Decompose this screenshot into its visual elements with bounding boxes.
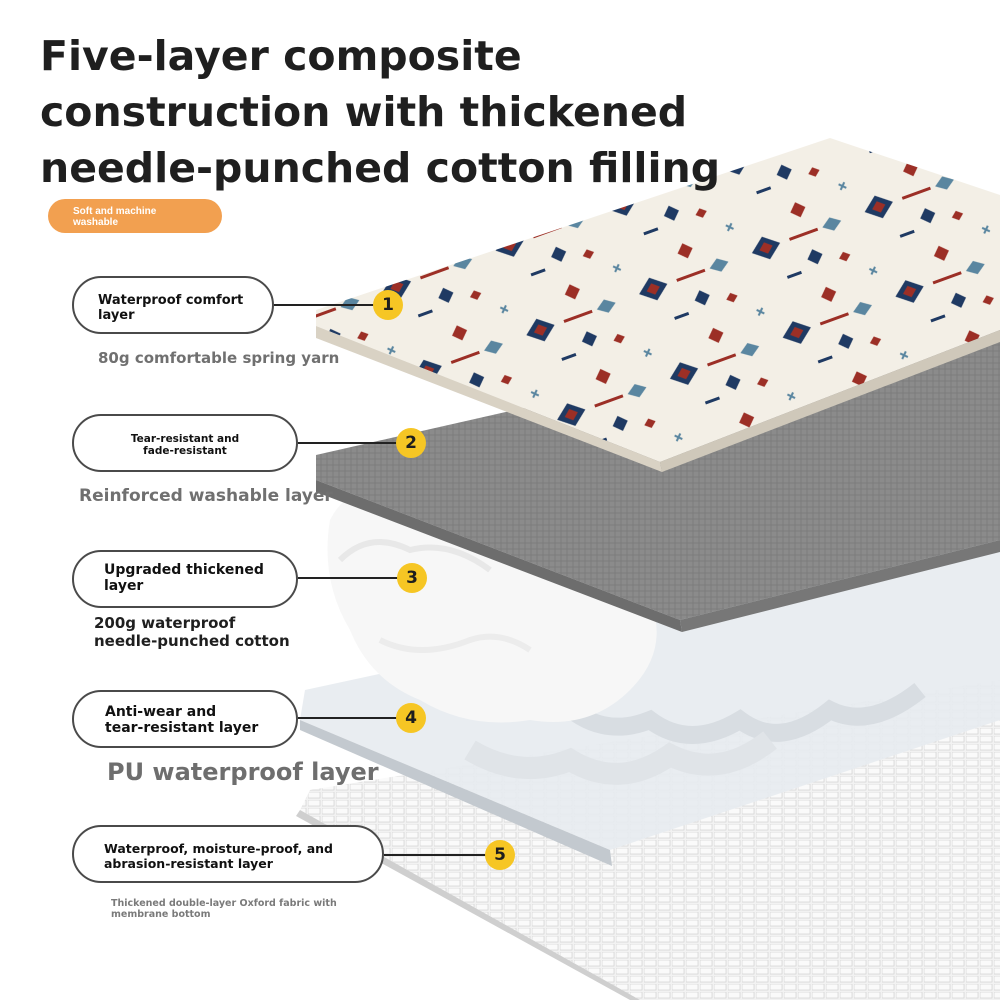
layer-1-label: Waterproof comfort layer bbox=[72, 276, 274, 334]
title-line-3: needle-punched cotton filling bbox=[40, 144, 721, 192]
layer-2-label: Tear-resistant and fade-resistant bbox=[72, 414, 298, 472]
layer-3-leader-line bbox=[298, 577, 398, 579]
layer-4-label-line-2: tear-resistant layer bbox=[105, 720, 259, 736]
layer-4-caption: PU waterproof layer bbox=[107, 758, 379, 786]
layer-2-leader-line bbox=[298, 442, 397, 444]
layer-3-caption-line-2: needle-punched cotton bbox=[94, 632, 290, 650]
layer-4-label: Anti-wear and tear-resistant layer bbox=[72, 690, 298, 748]
layer-5-label: Waterproof, moisture-proof, and abrasion… bbox=[72, 825, 384, 883]
badge-line-1: Soft and machine bbox=[73, 206, 157, 217]
layer-4-number-badge: 4 bbox=[396, 703, 426, 733]
layer-4-label-line-1: Anti-wear and bbox=[105, 704, 217, 720]
layer-1-number-badge: 1 bbox=[373, 290, 403, 320]
layer-5-caption-line-1: Thickened double-layer Oxford fabric wit… bbox=[111, 898, 337, 909]
title-line-2: construction with thickened bbox=[40, 88, 688, 136]
layer-5-leader-line bbox=[384, 854, 486, 856]
layer-1-label-line-2: layer bbox=[98, 308, 135, 323]
layer-2-label-line-1: Tear-resistant and bbox=[130, 433, 240, 445]
layer-1-label-line-1: Waterproof comfort bbox=[98, 293, 244, 308]
layer-5-label-line-1: Waterproof, moisture-proof, and bbox=[104, 841, 334, 856]
layer-3-label: Upgraded thickened layer bbox=[72, 550, 298, 608]
layer-3-label-line-1: Upgraded thickened bbox=[104, 562, 264, 578]
layer-3-label-line-2: layer bbox=[104, 578, 144, 594]
layer-4-leader-line bbox=[298, 717, 397, 719]
title-line-1: Five-layer composite bbox=[40, 32, 522, 80]
layer-2-label-line-2: fade-resistant bbox=[143, 445, 227, 457]
layer-1-leader-line bbox=[274, 304, 374, 306]
washable-badge: Soft and machine washable bbox=[48, 199, 222, 233]
page-title: Five-layer composite construction with t… bbox=[40, 28, 760, 196]
layer-2-number-badge: 2 bbox=[396, 428, 426, 458]
layer-1-caption: 80g comfortable spring yarn bbox=[98, 349, 340, 367]
layer-5-caption-line-2: membrane bottom bbox=[111, 909, 211, 920]
layer-5-label-line-2: abrasion-resistant layer bbox=[104, 856, 273, 871]
layer-3-caption-line-1: 200g waterproof bbox=[94, 614, 236, 632]
layer-5-number-badge: 5 bbox=[485, 840, 515, 870]
layer-2-caption: Reinforced washable layer bbox=[79, 486, 333, 506]
layer-3-caption: 200g waterproof needle-punched cotton bbox=[94, 614, 324, 650]
layer-5-caption: Thickened double-layer Oxford fabric wit… bbox=[111, 898, 371, 920]
badge-line-2: washable bbox=[73, 217, 119, 228]
layer-3-number-badge: 3 bbox=[397, 563, 427, 593]
